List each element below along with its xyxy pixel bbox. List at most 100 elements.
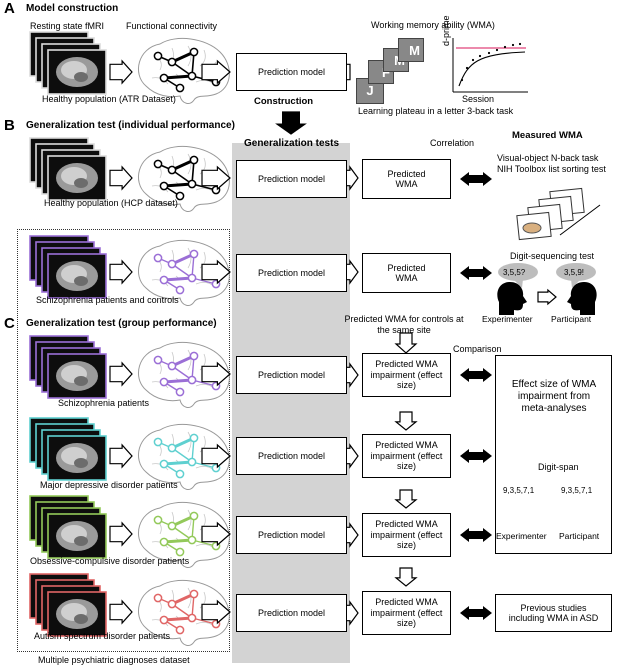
arrow-scan-to-fc xyxy=(109,259,133,285)
curve-point xyxy=(503,45,507,49)
brain-network-icon xyxy=(138,240,230,306)
comparison-label: Comparison xyxy=(453,344,502,354)
effect-size-title: Effect size of WMA impairment from meta-… xyxy=(511,379,597,414)
section-a-title: Model construction xyxy=(26,3,119,14)
controls-down-arrow xyxy=(394,332,418,354)
correlation-double-arrow xyxy=(460,172,492,186)
span-participant-label: Participant xyxy=(559,531,600,541)
brain-network-icon xyxy=(138,580,230,646)
brain-network-icon xyxy=(138,38,230,104)
curve-point xyxy=(460,78,464,82)
span-experimenter-bubble: 9,3,5,7,1 xyxy=(503,486,535,495)
participant-head-icon xyxy=(567,282,597,315)
curve-point xyxy=(518,42,522,46)
arrow-scan-to-fc xyxy=(109,165,133,191)
section-c-title: Generalization test (group performance) xyxy=(26,318,217,329)
arrow-fc-to-model xyxy=(201,599,231,625)
predicted-impairment-box: Predicted WMA impairment (effect size) xyxy=(362,513,451,557)
digit-sequencing-label: Digit-sequencing test xyxy=(510,251,595,261)
nih-toolbox-label: NIH Toolbox list sorting test xyxy=(497,164,606,174)
plateau-label: Learning plateau in a letter 3-back task xyxy=(358,106,514,116)
prediction-model-box: Prediction model xyxy=(236,356,347,394)
arrow-fc-to-model xyxy=(201,259,231,285)
dataset-label: Multiple psychiatric diagnoses dataset xyxy=(38,655,190,665)
correlation-label: Correlation xyxy=(430,138,475,148)
arrow-scan-to-fc xyxy=(109,443,133,469)
group-label-ocd: Obsessive-compulsive disorder patients xyxy=(30,556,190,566)
fc-label: Functional connectivity xyxy=(126,21,218,31)
section-a-letter: A xyxy=(4,0,15,17)
fmri-scans-group xyxy=(29,573,107,637)
generalization-tests-title: Generalization tests xyxy=(243,138,340,149)
atr-dataset-label: Healthy population (ATR Dataset) xyxy=(42,94,176,104)
arrow-fc-to-model xyxy=(201,521,231,547)
fmri-scans-atr xyxy=(29,31,107,95)
generalization-tests-panel xyxy=(232,143,350,663)
fmri-scans-group xyxy=(29,417,107,481)
span-experimenter-label: Experimenter xyxy=(496,531,547,541)
predicted-wma-box: Predicted WMA xyxy=(362,159,451,199)
arrow-scan-to-fc xyxy=(109,59,133,85)
turn-arrow xyxy=(537,288,557,306)
curve-point xyxy=(495,48,499,52)
brain-network-icon xyxy=(138,342,230,408)
group-label-autism: Autism spectrum disorder patients xyxy=(34,631,171,641)
controls-note: Predicted WMA for controls at the same s… xyxy=(344,314,464,335)
fmri-scans-group xyxy=(29,495,107,559)
experimenter-head-icon xyxy=(497,282,527,315)
brain-network-icon xyxy=(138,146,230,212)
speech-bubble xyxy=(498,263,538,288)
experimenter-label: Experimenter xyxy=(482,314,533,324)
correlation-double-arrow xyxy=(460,266,492,280)
curve-point xyxy=(511,43,515,47)
time-arrow xyxy=(559,204,601,236)
controls-down-arrow xyxy=(394,411,418,431)
controls-down-arrow xyxy=(394,489,418,509)
participant-bubble: 3,5,9! xyxy=(564,268,585,277)
construction-arrow xyxy=(275,111,307,135)
group-label-depression: Major depressive disorder patients xyxy=(40,480,178,490)
meta-analysis-box xyxy=(495,355,612,554)
arrow-scan-to-fc xyxy=(109,361,133,387)
section-b-title: Generalization test (individual performa… xyxy=(26,120,235,131)
prediction-model-box: Prediction model xyxy=(236,254,347,292)
nback-task-label: Visual-object N-back task xyxy=(497,153,599,163)
brain-network-icon xyxy=(138,502,230,568)
letter-card-m2: M xyxy=(398,38,424,62)
fmri-scans-scz xyxy=(29,235,107,299)
arrow-scan-to-fc xyxy=(109,521,133,547)
cup-icon xyxy=(522,222,542,234)
brain-network-icon xyxy=(138,424,230,490)
hcp-dataset-label: Healthy population (HCP dataset) xyxy=(44,198,178,208)
arrow-fc-to-model xyxy=(201,165,231,191)
comparison-double-arrow xyxy=(460,368,492,382)
curve-point xyxy=(487,51,491,55)
participant-label: Participant xyxy=(551,314,592,324)
fmri-scans-hcp xyxy=(29,137,107,201)
comparison-double-arrow xyxy=(460,528,492,542)
scz-controls-label: Schizophrenia patients and controls xyxy=(36,295,179,305)
arrow-fc-to-model xyxy=(201,361,231,387)
comparison-double-arrow xyxy=(460,606,492,620)
section-b-letter: B xyxy=(4,117,15,134)
session-axis-label: Session xyxy=(462,94,495,104)
curve-point xyxy=(478,54,482,58)
prediction-model-box: Prediction model xyxy=(236,594,347,632)
curve-point xyxy=(465,66,469,70)
prediction-model-box: Prediction model xyxy=(236,160,347,198)
wma-label: Working memory ability (WMA) xyxy=(371,20,495,30)
predicted-impairment-box: Predicted WMA impairment (effect size) xyxy=(362,591,451,635)
prediction-model-box: Prediction model xyxy=(236,53,347,91)
arrow-scan-to-fc xyxy=(109,599,133,625)
arrow-fc-to-model xyxy=(201,443,231,469)
prediction-model-box: Prediction model xyxy=(236,437,347,475)
speech-bubble xyxy=(556,263,596,288)
controls-down-arrow xyxy=(394,567,418,587)
span-participant-bubble: 9,3,5,7,1 xyxy=(561,486,593,495)
section-c-letter: C xyxy=(4,315,15,332)
predicted-impairment-box: Predicted WMA impairment (effect size) xyxy=(362,353,451,397)
predicted-impairment-box: Predicted WMA impairment (effect size) xyxy=(362,434,451,478)
curve-point xyxy=(471,58,475,62)
construction-label: Construction xyxy=(254,96,314,107)
